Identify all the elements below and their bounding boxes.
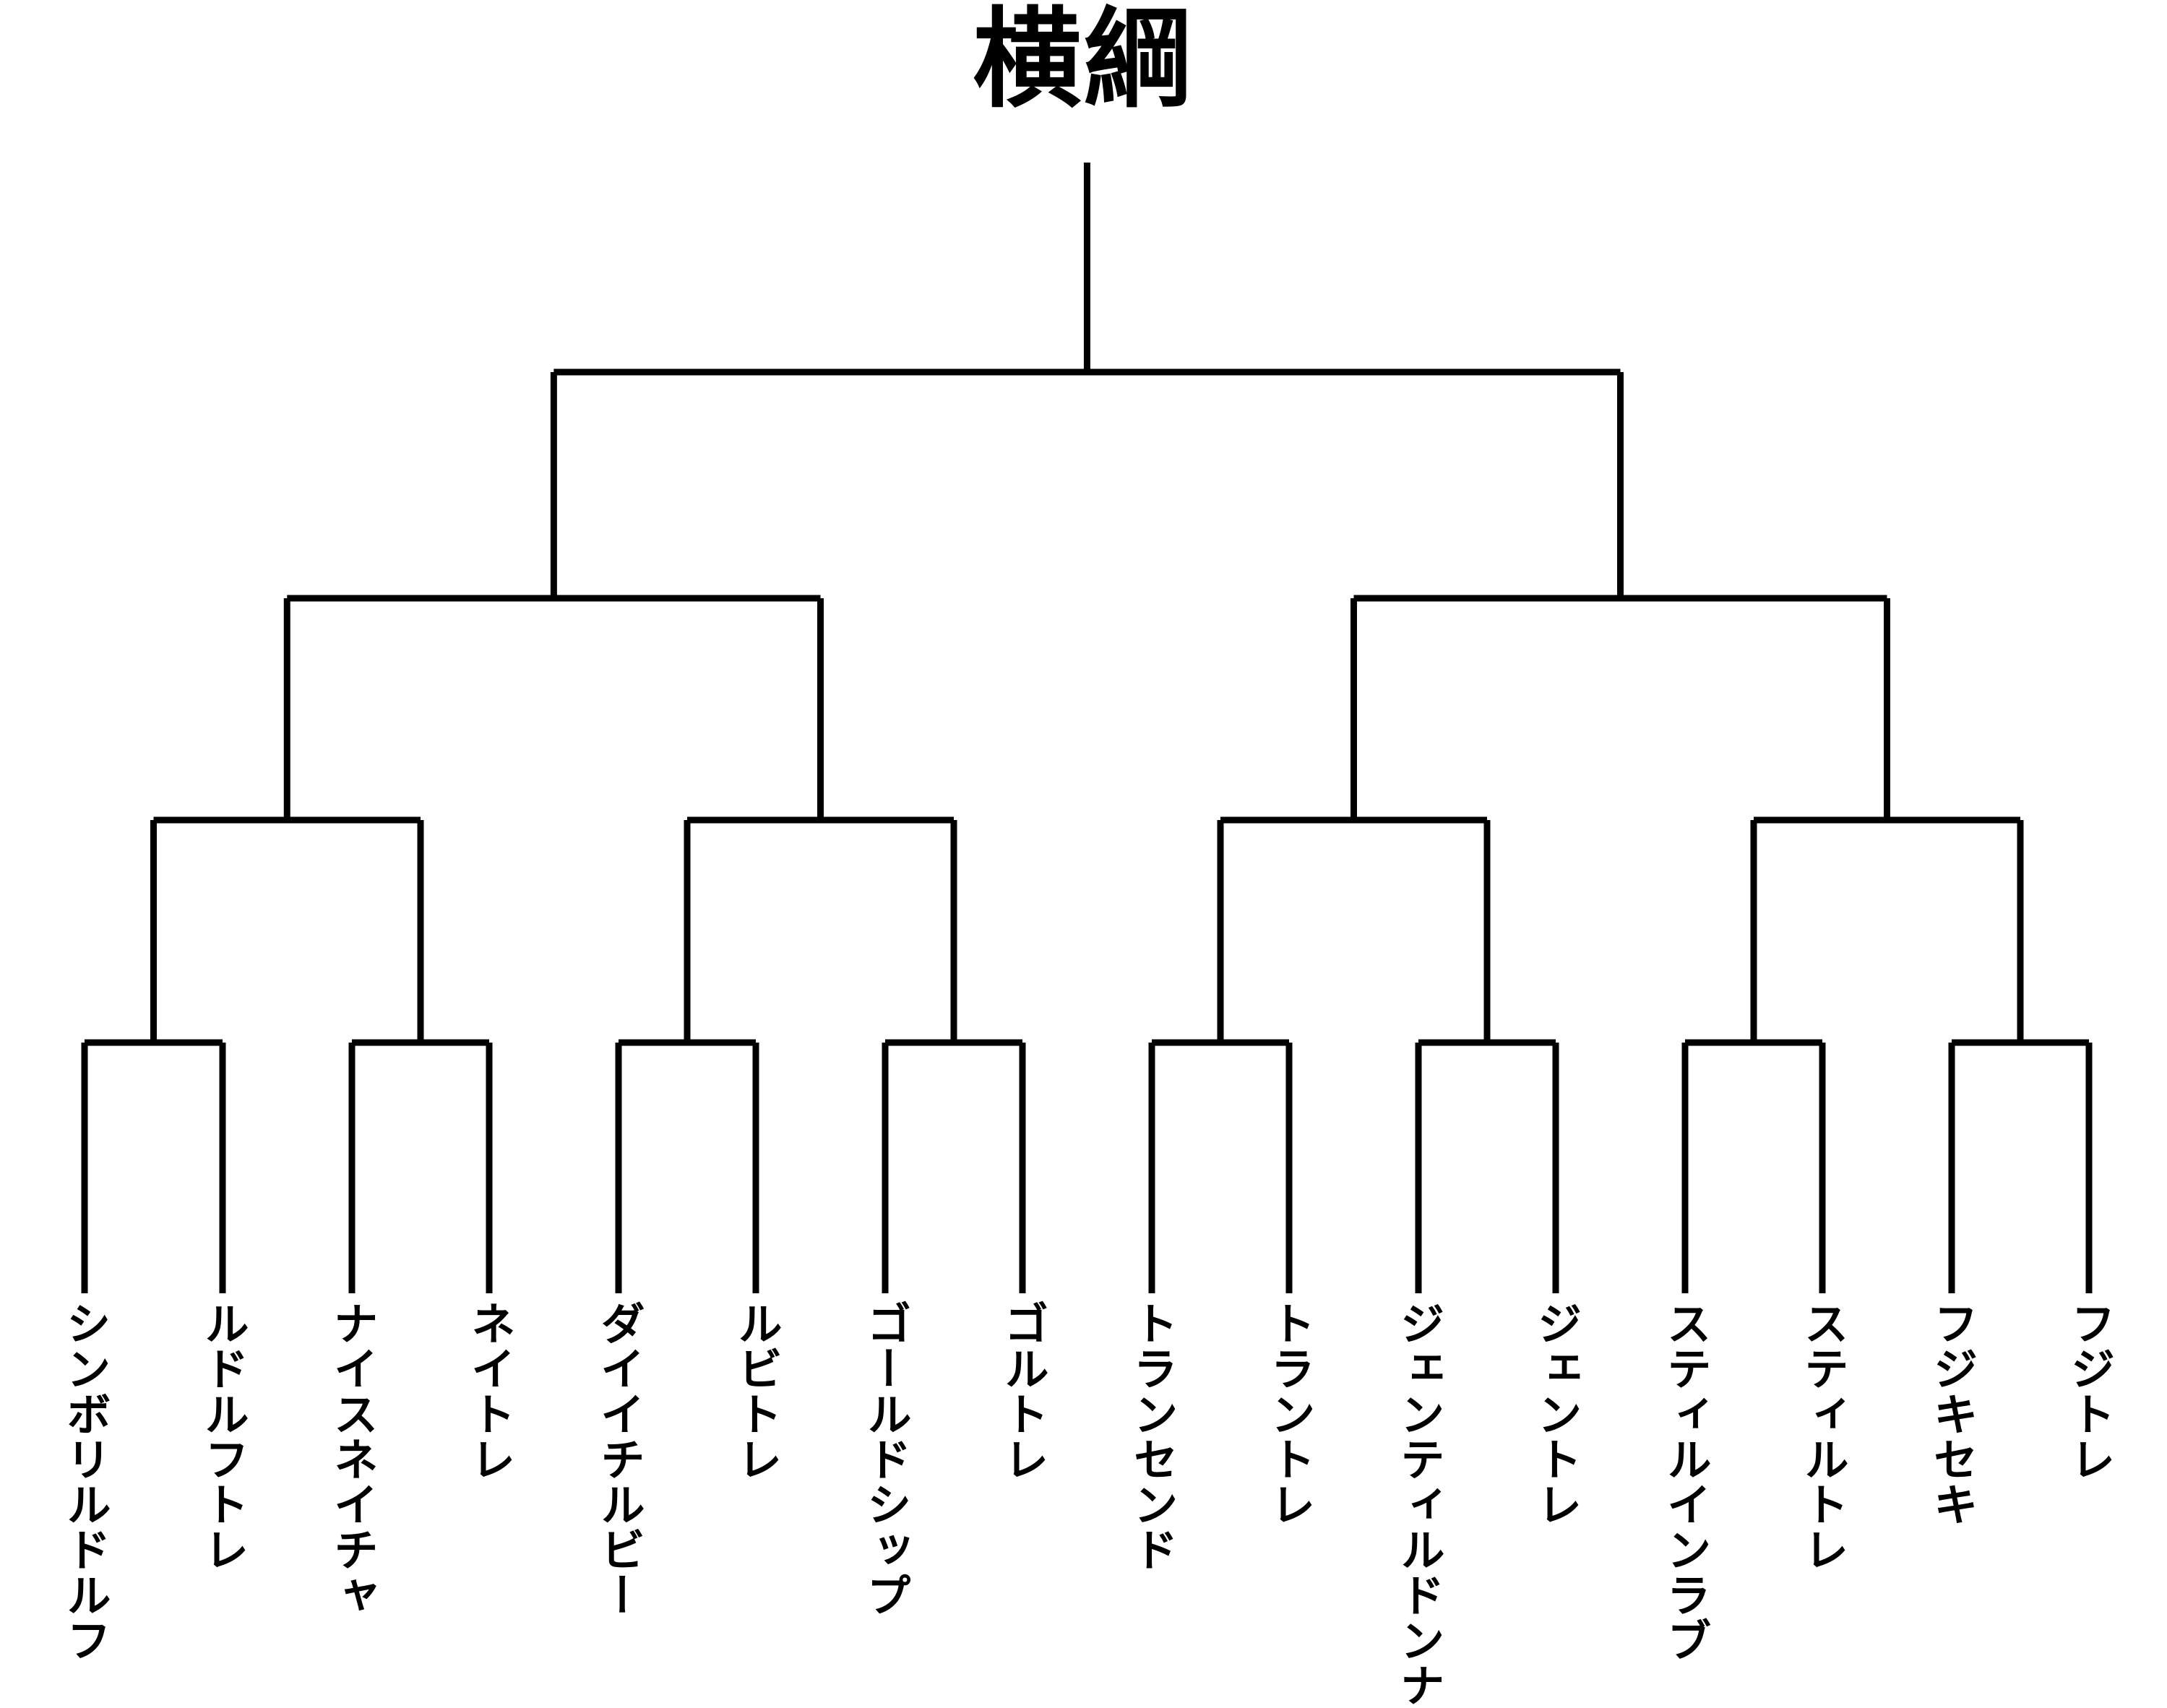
competitor-name: ゴールドシップ bbox=[858, 1301, 912, 1618]
competitor-name: ナイスネイチャ bbox=[325, 1301, 379, 1618]
tournament-bracket: 横綱 シンボリルドルフ ルドルフトレ ナイスネイチャ ネイトレ ダイイチルビー ルビトレ ゴ… bbox=[58, 0, 2116, 1708]
bracket-lines bbox=[81, 163, 2093, 1293]
competitor-name: ルビトレ bbox=[729, 1301, 783, 1482]
competitor-name: ジェンティルドンナ bbox=[1392, 1301, 1445, 1708]
competitor-name: スティルインラブ bbox=[1658, 1301, 1712, 1662]
competitor-name: シンボリルドルフ bbox=[58, 1301, 111, 1662]
competitor-name: ダイイチルビー bbox=[592, 1301, 645, 1618]
competitor-labels: シンボリルドルフ ルドルフトレ ナイスネイチャ ネイトレ ダイイチルビー ルビトレ ゴールド… bbox=[59, 1301, 2116, 1708]
competitor-name: トランセンド bbox=[1125, 1301, 1179, 1572]
competitor-name: ジェントレ bbox=[1529, 1301, 1582, 1527]
competitor-name: フジキセキ bbox=[1925, 1301, 1978, 1527]
page-title: 横綱 bbox=[973, 0, 1194, 123]
competitor-name: スティルトレ bbox=[1796, 1301, 1849, 1572]
competitor-name: フジトレ bbox=[2062, 1301, 2116, 1482]
competitor-name: トラントレ bbox=[1262, 1301, 1316, 1527]
competitor-name: ルドルフトレ bbox=[196, 1301, 249, 1572]
competitor-name: ゴルトレ bbox=[996, 1301, 1049, 1482]
competitor-name: ネイトレ bbox=[462, 1301, 516, 1482]
